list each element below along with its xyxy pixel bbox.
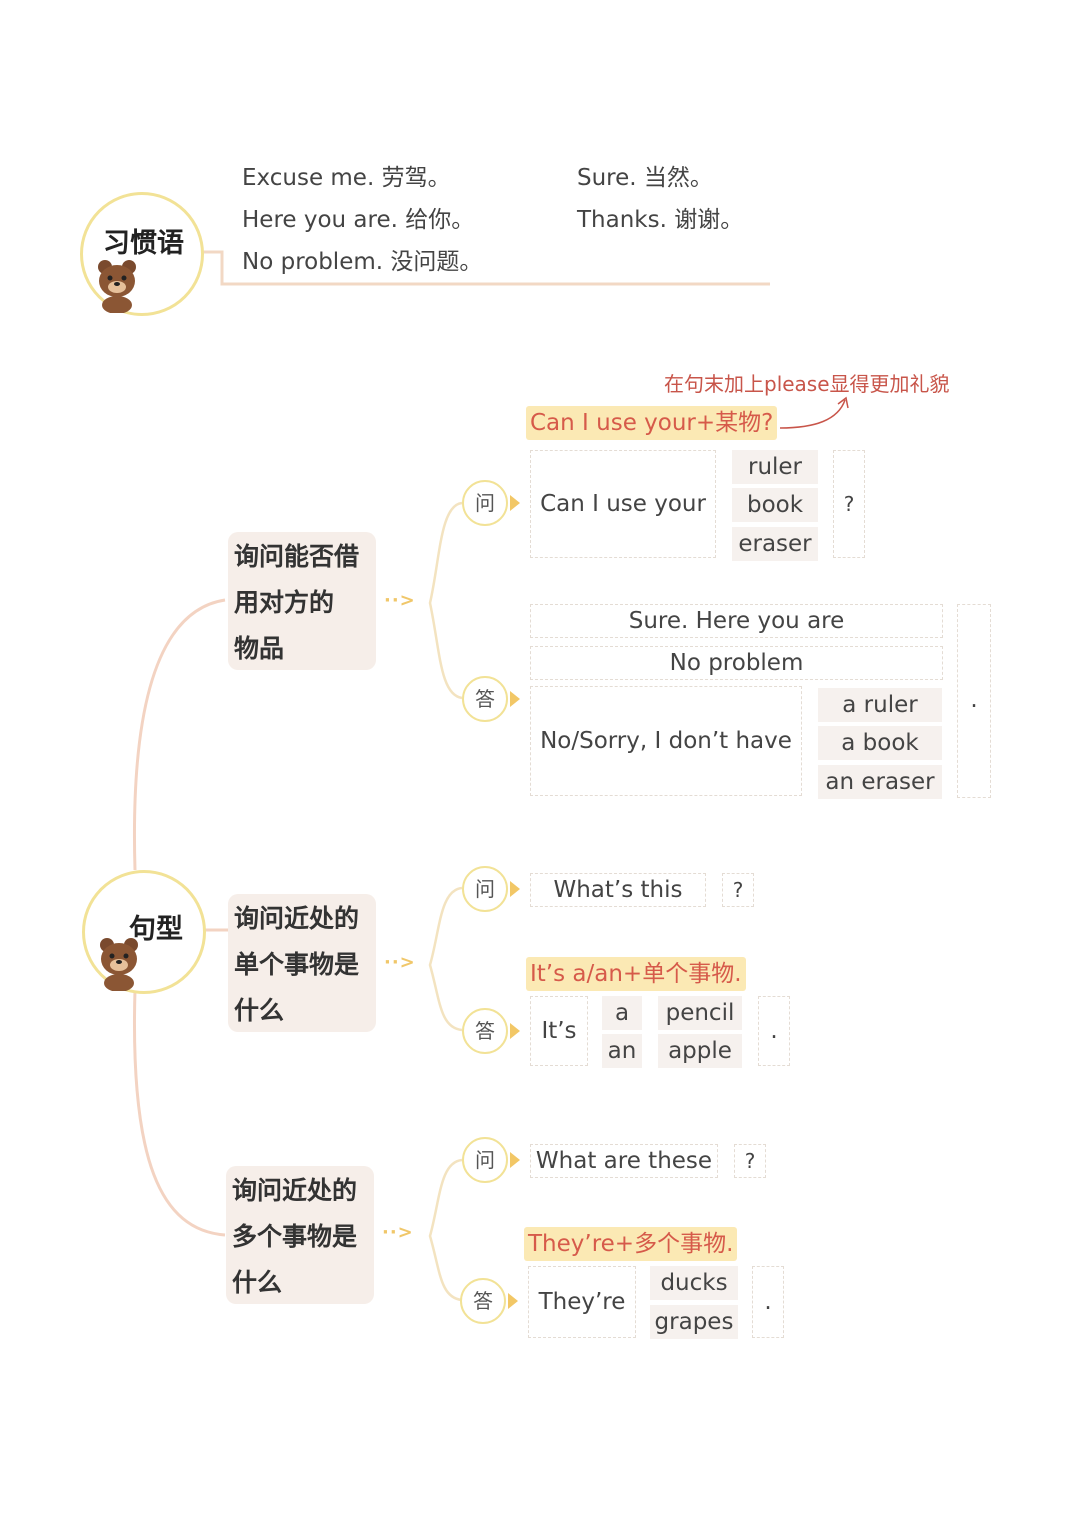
option-an-eraser: an eraser <box>818 765 942 799</box>
answer-line-box: No problem <box>530 646 943 680</box>
pointer-icon <box>508 1293 518 1309</box>
answer-sure: Sure. Here you are <box>531 605 942 637</box>
option-grapes: grapes <box>650 1305 738 1339</box>
article-an: an <box>602 1034 642 1068</box>
answer-stem: No/Sorry, I don’t have <box>531 687 801 795</box>
topic-line: 询问近处的 <box>232 1168 368 1214</box>
question-end-box: ? <box>722 873 754 907</box>
answer-pattern: They’re+多个事物. <box>524 1227 737 1261</box>
idioms-badge: 习惯语 <box>80 192 204 316</box>
answer-mark-badge: 答 <box>462 676 508 722</box>
branch-arrow: ··> <box>384 590 416 611</box>
answer-stem: They’re <box>529 1267 635 1337</box>
option-a-ruler: a ruler <box>818 688 942 722</box>
pointer-icon <box>510 691 520 707</box>
article-a: a <box>602 996 642 1030</box>
politeness-note: 在句末加上please显得更加礼貌 <box>664 368 950 397</box>
question-mark-badge: 问 <box>462 866 508 912</box>
question-mark-badge: 问 <box>462 1137 508 1183</box>
option-ruler: ruler <box>732 450 818 484</box>
question-stem-box: What’s this <box>530 873 706 907</box>
question-end-box: ? <box>833 450 865 558</box>
idiom-excuse-me: Excuse me. 劳驾。 <box>242 164 451 192</box>
idiom-sure: Sure. 当然。 <box>577 164 713 192</box>
answer-stem-box: It’s <box>530 996 588 1066</box>
topic-line: 多个事物是 <box>232 1214 368 1260</box>
idioms-label: 习惯语 <box>103 221 184 260</box>
branch-arrow: ··> <box>384 952 416 973</box>
answer-no-problem: No problem <box>531 647 942 679</box>
answer-mark-badge: 答 <box>460 1278 506 1324</box>
pointer-icon <box>510 1152 520 1168</box>
question-pattern: Can I use your+某物? <box>526 406 777 440</box>
bear-mascot-icon <box>93 257 143 313</box>
topic-line: 用对方的 <box>234 580 370 626</box>
topic-borrow: 询问能否借 用对方的 物品 <box>228 532 376 670</box>
idiom-no-problem: No problem. 没问题。 <box>242 248 482 276</box>
question-stem: Can I use your <box>531 451 715 557</box>
pointer-icon <box>510 881 520 897</box>
topic-line: 单个事物是 <box>234 942 370 988</box>
answer-end-box: . <box>957 604 991 798</box>
option-pencil: pencil <box>658 996 742 1030</box>
answer-pattern: It’s a/an+单个事物. <box>526 957 746 991</box>
answer-line-box: Sure. Here you are <box>530 604 943 638</box>
topic-plural-things: 询问近处的 多个事物是 什么 <box>226 1166 374 1304</box>
question-end-box: ? <box>734 1144 766 1178</box>
question-mark-badge: 问 <box>462 480 508 526</box>
option-eraser: eraser <box>732 527 818 561</box>
option-a-book: a book <box>818 726 942 760</box>
pointer-icon <box>510 1023 520 1039</box>
answer-mark-badge: 答 <box>462 1008 508 1054</box>
pointer-icon <box>510 495 520 511</box>
idiom-thanks: Thanks. 谢谢。 <box>577 206 743 234</box>
branch-arrow: ··> <box>382 1222 414 1243</box>
topic-line: 询问能否借 <box>234 534 370 580</box>
topic-line: 物品 <box>234 626 370 672</box>
option-ducks: ducks <box>650 1266 738 1300</box>
topic-line: 询问近处的 <box>234 896 370 942</box>
question-end: ? <box>723 874 753 906</box>
question-stem: What are these <box>531 1145 717 1177</box>
answer-end-box: . <box>758 996 790 1066</box>
question-end: ? <box>735 1145 765 1177</box>
idiom-here-you-are: Here you are. 给你。 <box>242 206 474 234</box>
question-stem-box: Can I use your <box>530 450 716 558</box>
patterns-badge: 句型 <box>82 870 206 994</box>
topic-line: 什么 <box>234 988 370 1034</box>
answer-end: . <box>759 997 789 1065</box>
answer-end: . <box>958 605 990 795</box>
answer-stem-box: No/Sorry, I don’t have <box>530 686 802 796</box>
answer-stem-box: They’re <box>528 1266 636 1338</box>
answer-end-box: . <box>752 1266 784 1338</box>
question-stem-box: What are these <box>530 1144 718 1178</box>
question-end: ? <box>834 451 864 557</box>
answer-end: . <box>753 1267 783 1337</box>
question-stem: What’s this <box>531 874 705 906</box>
option-apple: apple <box>658 1034 742 1068</box>
topic-single-thing: 询问近处的 单个事物是 什么 <box>228 894 376 1032</box>
answer-stem: It’s <box>531 997 587 1065</box>
option-book: book <box>732 488 818 522</box>
topic-line: 什么 <box>232 1260 368 1306</box>
bear-mascot-icon <box>95 935 145 991</box>
